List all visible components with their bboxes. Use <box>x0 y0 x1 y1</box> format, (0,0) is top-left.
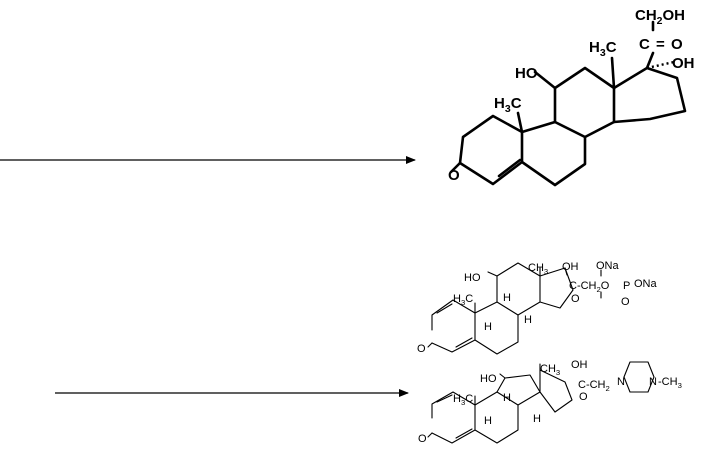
s2-ona-top: ONa <box>596 260 620 272</box>
s3-o-below-c: O <box>579 391 588 403</box>
structure-2-bonds <box>427 262 602 355</box>
oh-17-dotted-bond <box>646 60 675 70</box>
s1-ho-11: HO <box>515 65 538 82</box>
s2-p: P <box>623 280 630 292</box>
s1-carbonyl-eq: = <box>656 36 665 53</box>
s2-h-14: H <box>524 314 532 326</box>
s2-ona-right: ONa <box>634 278 658 290</box>
s1-keto-o: O <box>448 167 460 184</box>
s3-o-keto: O <box>418 433 427 445</box>
s2-ho: HO <box>464 272 481 284</box>
s3-ho: HO <box>480 373 497 385</box>
s1-methyl-mid: H3C <box>494 95 522 115</box>
s2-chain: C-CH2O <box>569 280 610 294</box>
s2-o-keto: O <box>417 343 426 355</box>
s1-methyl-top: H3C <box>589 39 617 59</box>
s2-ch3: CH3 <box>528 262 548 276</box>
structure-2: HO CH3 OH ONa H3C H H H C-CH2O P ONa O O… <box>417 260 658 355</box>
s3-n-methyl: -CH3 <box>658 376 682 390</box>
s3-h-14: H <box>533 413 541 425</box>
s3-h-9: H <box>503 392 511 404</box>
structure-3: HO CH3 OH H3C H H H C-CH2 N N -CH3 O O <box>418 359 682 445</box>
s2-h3c: H3C <box>453 293 473 307</box>
s1-ch2oh: CH2OH <box>635 7 685 27</box>
s1-carbonyl-o: O <box>671 36 683 53</box>
s1-carbonyl-c: C <box>639 36 650 53</box>
s3-h3c: H3C <box>453 393 473 407</box>
s2-o-below-p: O <box>621 296 630 308</box>
s3-h-8: H <box>484 415 492 427</box>
structure-3-bonds <box>427 361 655 444</box>
s3-n2: N <box>649 376 657 388</box>
s2-oh: OH <box>562 261 579 273</box>
s3-ch3: CH3 <box>540 363 560 377</box>
s3-oh: OH <box>571 359 588 371</box>
s2-h-8: H <box>484 321 492 333</box>
s2-h-9: H <box>503 292 511 304</box>
s2-o-below-c: O <box>571 293 580 305</box>
structure-1-bonds <box>449 20 687 187</box>
structure-1: O H3C HO H3C CH2OH C = O OH <box>448 7 695 187</box>
s3-chain: C-CH2 <box>578 379 610 393</box>
s1-oh-17: OH <box>672 55 695 72</box>
s3-n1: N <box>617 376 625 388</box>
